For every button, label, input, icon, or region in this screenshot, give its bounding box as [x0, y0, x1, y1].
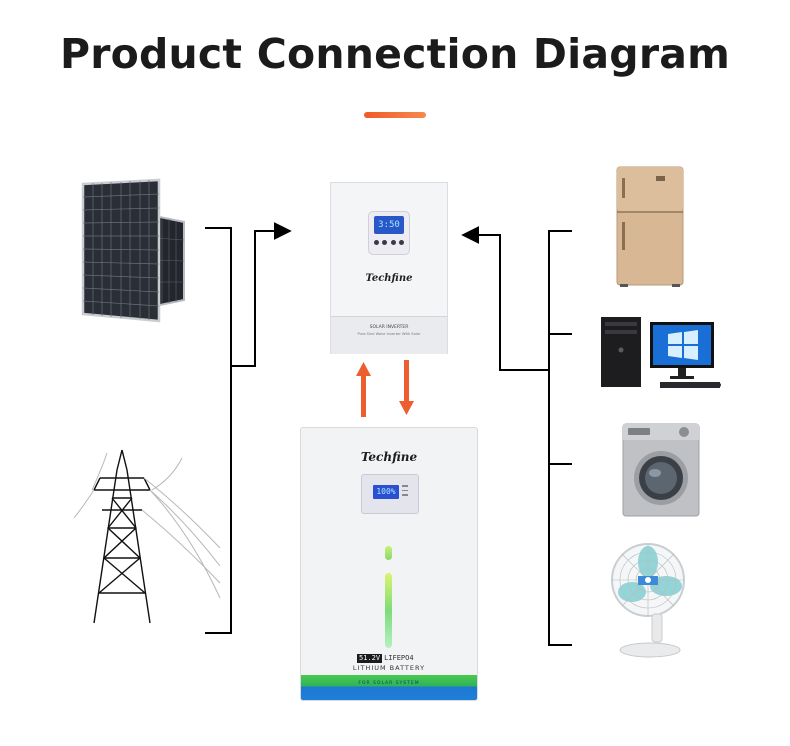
battery-indicator-list: [402, 485, 410, 499]
inverter-label-main: SOLAR INVERTER: [369, 325, 409, 330]
load-bus: [461, 226, 572, 646]
battery-band-text: FOR SOLAR SYSTEM: [358, 681, 420, 686]
inverter-buttons: [374, 240, 404, 245]
inverter-brand: Techfine: [365, 273, 413, 284]
battery-spec-row: 51.2V LIFEPO4: [357, 654, 427, 663]
washing-machine-icon: [622, 423, 700, 517]
battery-color-band: FOR SOLAR SYSTEM: [301, 675, 477, 700]
solar-panel-icon: [81, 178, 185, 323]
title-accent-bar: [364, 112, 426, 118]
battery-type: LITHIUM BATTERY: [352, 664, 426, 672]
charge-discharge-arrows: [356, 360, 414, 417]
battery-display-panel: 100%: [361, 474, 419, 514]
desktop-computer-icon: [601, 317, 721, 388]
lithium-battery: Techfine 100% 51.2V LIFEPO4 LITHIUM BATT…: [300, 427, 478, 701]
battery-lcd: 100%: [373, 485, 399, 499]
page-title: Product Connection Diagram: [59, 30, 731, 78]
inverter-lower-panel: SOLAR INVERTER Pure Sine Wave Inverter W…: [331, 316, 447, 354]
inverter-label-sub: Pure Sine Wave Inverter With Solar: [357, 332, 421, 336]
inverter-lcd: 3:50: [374, 216, 404, 234]
battery-status-light-top: [385, 546, 392, 560]
inverter-control-panel: 3:50: [368, 211, 410, 255]
solar-inverter: 3:50 Techfine SOLAR INVERTER Pure Sine W…: [330, 182, 448, 354]
refrigerator-icon: [616, 166, 684, 287]
source-bus: [205, 222, 292, 634]
inverter-button[interactable]: [374, 240, 379, 245]
inverter-button[interactable]: [398, 240, 404, 245]
power-tower-icon: [73, 449, 221, 624]
battery-brand: Techfine: [360, 450, 418, 464]
electric-fan-icon: [611, 543, 685, 658]
battery-voltage: 51.2V: [357, 654, 383, 663]
battery-chemistry: LIFEPO4: [384, 654, 414, 662]
inverter-button[interactable]: [382, 240, 388, 245]
battery-level-light: [385, 573, 392, 648]
inverter-button[interactable]: [390, 240, 396, 245]
